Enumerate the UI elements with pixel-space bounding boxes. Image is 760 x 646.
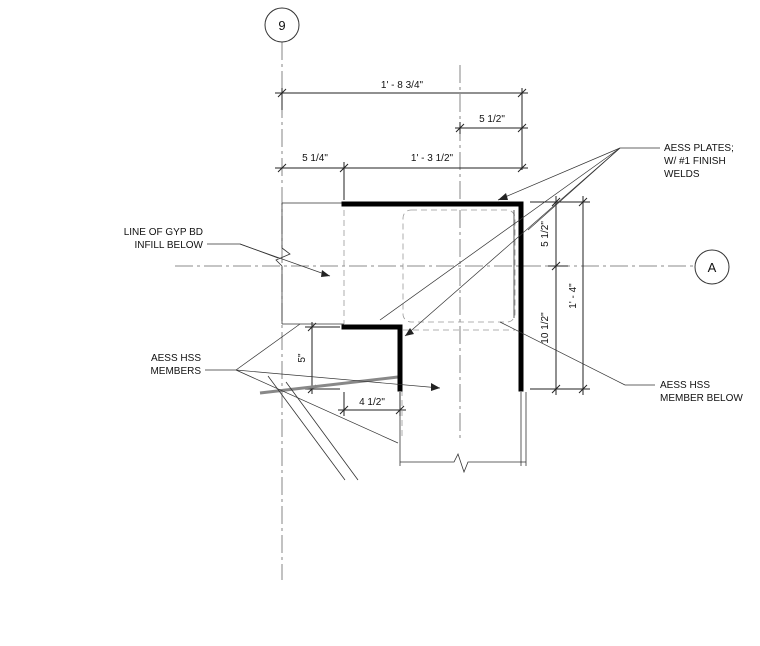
note-line: WELDS [664,169,700,180]
dim-tick [339,163,349,173]
arrowhead [498,193,508,200]
note-line: MEMBER BELOW [660,393,743,404]
leader-plates [497,147,621,201]
dim-tick [578,384,588,394]
diagonal-hss-member [259,375,399,395]
dim-tick [551,384,561,394]
dim-text-vertical-overall: 1' - 4" [568,283,579,309]
note-line: MEMBERS [150,366,201,377]
dim-tick [517,123,527,133]
note-line: LINE OF GYP BD [124,227,203,238]
arrowhead [431,383,440,391]
dim-tick [551,197,561,207]
dim-text-plate-offset: 5 1/2" [479,114,505,125]
dim-tick [277,88,287,98]
arrowhead [321,270,330,277]
arrowhead [405,328,414,336]
hss-member-below-outline [402,209,516,323]
dim-text-vertical-top: 5 1/2" [540,221,551,247]
leader-members [235,369,441,389]
dim-tick [551,261,561,271]
dim-text-vertical-bottom: 10 1/2" [540,312,551,344]
aess-plate-main [341,201,524,392]
dim-text-small-horizontal: 4 1/2" [359,397,385,408]
dim-tick [517,88,527,98]
dim-tick [578,197,588,207]
leader-gyp [239,243,331,277]
grid-bubble-a[interactable] [694,249,730,285]
note-hss-members: AESS HSS MEMBERS [150,353,201,377]
grid-label-a: A [708,260,717,275]
diagonal-hss-edge [285,381,359,481]
note-line: W/ #1 FINISH [664,156,726,167]
gyp-bd-break [275,247,291,267]
dim-text-overall: 1' - 8 3/4" [381,80,424,91]
dim-tick [339,405,349,415]
diagonal-hss-edge [267,375,346,481]
leader-members [235,323,301,371]
grid-bubble-9[interactable] [264,7,300,43]
note-gyp-bd: LINE OF GYP BD INFILL BELOW [124,227,204,251]
dim-tick [517,163,527,173]
note-hss-member-below: AESS HSS MEMBER BELOW [660,380,743,404]
note-aess-plates: AESS PLATES; W/ #1 FINISH WELDS [664,143,734,180]
note-line: AESS HSS [151,353,201,364]
leader-member-below [499,321,626,386]
leader-plates [404,147,621,337]
dim-tick [455,123,465,133]
dim-text-plate-width: 1' - 3 1/2" [411,153,454,164]
note-line: INFILL BELOW [134,240,203,251]
leader-members [235,369,399,444]
lower-member-break [400,452,526,474]
dim-text-small-vertical: 5" [297,353,308,363]
note-line: AESS PLATES; [664,143,734,154]
dim-tick [277,163,287,173]
note-line: AESS HSS [660,380,710,391]
leader-plates [379,147,621,321]
dim-text-left-offset: 5 1/4" [302,153,328,164]
aess-plate-small [341,324,403,392]
grid-label-9: 9 [278,18,285,33]
